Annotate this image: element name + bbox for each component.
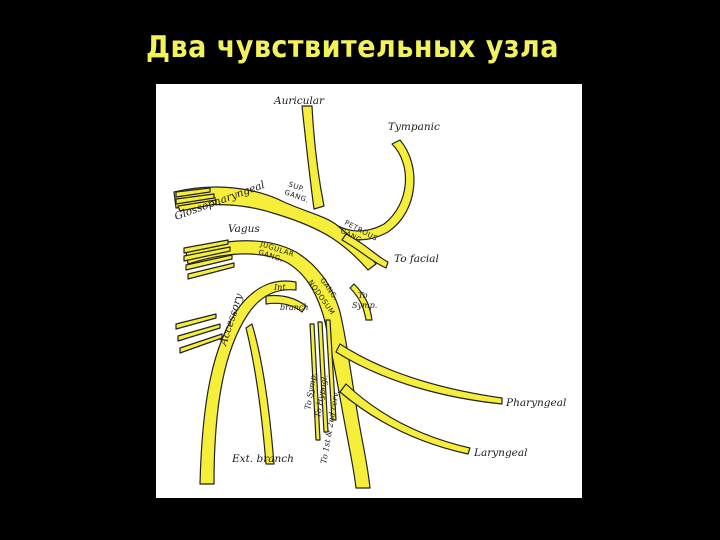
label-int: Int. bbox=[273, 283, 288, 292]
label-ext-branch: Ext. branch bbox=[231, 453, 294, 465]
vagus-nerve bbox=[185, 240, 371, 489]
label-branch: branch bbox=[280, 303, 309, 312]
label-to-facial: To facial bbox=[394, 253, 439, 265]
label-vagus: Vagus bbox=[228, 223, 260, 235]
auricular-nerve bbox=[301, 105, 325, 210]
nerve-diagram-panel: Auricular Tympanic Glossopharyngeal SUP.… bbox=[156, 84, 582, 498]
glossopharyngeal-nerve bbox=[173, 186, 377, 271]
label-to-symp-1: To bbox=[358, 291, 368, 300]
accessory-nerve bbox=[199, 280, 297, 485]
pharyngeal-branch bbox=[335, 343, 503, 405]
external-branch bbox=[245, 323, 275, 465]
to-symp-branch bbox=[349, 283, 373, 321]
label-tympanic: Tympanic bbox=[388, 121, 440, 133]
label-laryngeal: Laryngeal bbox=[473, 447, 528, 459]
label-pharyngeal: Pharyngeal bbox=[505, 397, 566, 409]
internal-branch bbox=[265, 294, 307, 313]
laryngeal-branch bbox=[339, 383, 471, 455]
to-facial-branch bbox=[341, 233, 389, 269]
nerve-diagram: Auricular Tympanic Glossopharyngeal SUP.… bbox=[173, 95, 566, 489]
label-to-symp-2: Symp. bbox=[352, 301, 377, 310]
label-auricular: Auricular bbox=[273, 95, 325, 107]
slide-title: Два чувствительных узла bbox=[146, 30, 559, 65]
